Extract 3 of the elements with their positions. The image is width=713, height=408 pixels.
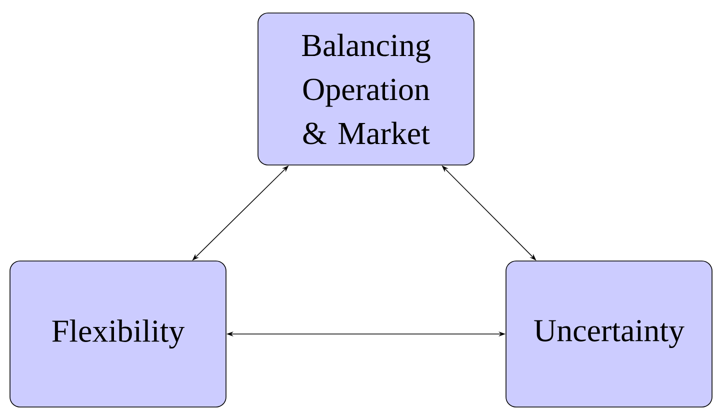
process-box: Flexibility [10,260,226,408]
process-box: Uncertainty [506,260,712,408]
process-box: Balancing Operation & Market [258,12,474,166]
